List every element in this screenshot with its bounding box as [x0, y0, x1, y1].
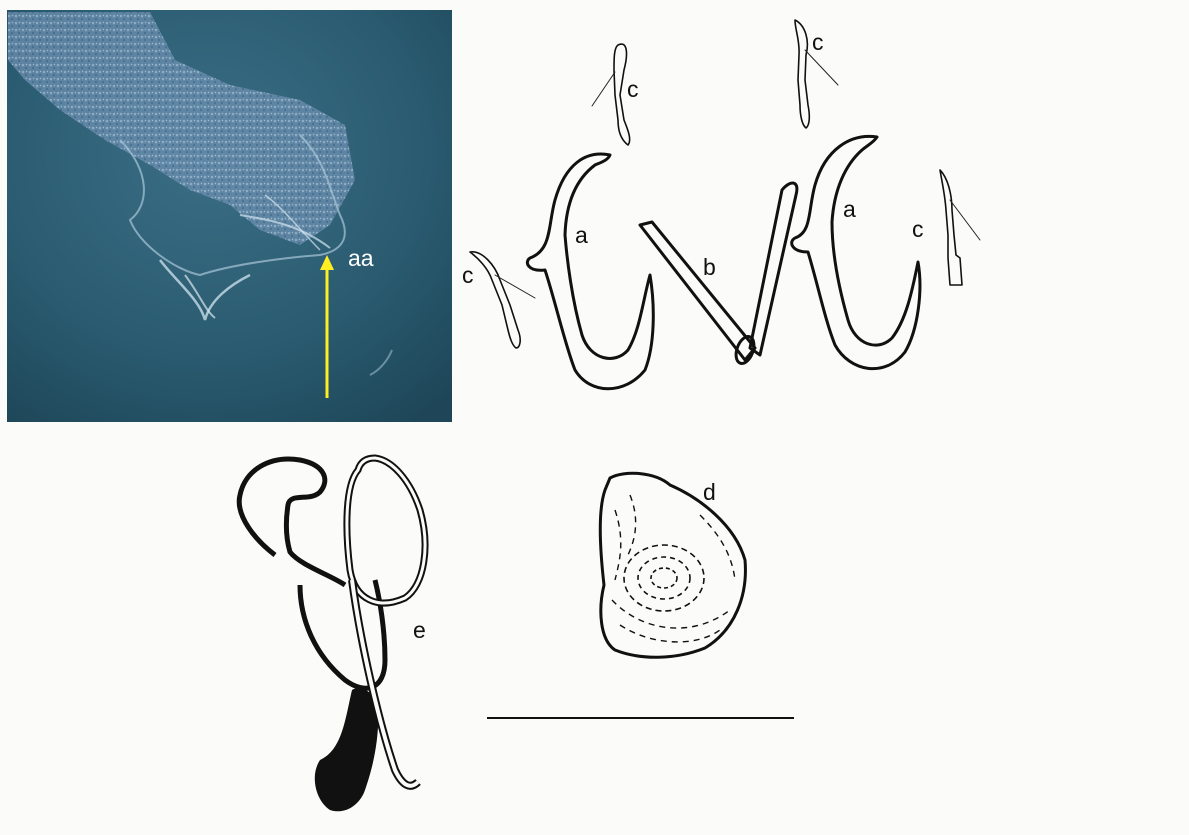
hook-right: c: [912, 170, 980, 285]
label-organ-e: e: [413, 617, 426, 643]
micrograph-panel: aa: [7, 10, 452, 422]
label-anchor-left: a: [575, 222, 588, 248]
squamodisc-ring-3: [651, 568, 677, 588]
label-anchor-right: a: [843, 196, 856, 222]
bar-junction: [733, 334, 758, 366]
organ-open-loop-inner: [347, 458, 425, 603]
organ-base-blob: [315, 688, 379, 811]
label-hook-right: c: [912, 216, 924, 242]
organ-open-loop: [347, 458, 425, 603]
hook-left: c: [462, 252, 535, 348]
organ-black-loop: [239, 459, 345, 585]
hook-top-left: c: [592, 44, 639, 145]
squamodisc-outline: [600, 473, 745, 657]
hook-top-right: c: [795, 20, 838, 128]
label-squamodisc-d: d: [703, 479, 716, 505]
copulatory-organ-drawing: e: [239, 458, 426, 811]
hook-filament: [592, 72, 615, 106]
hook-filament: [805, 50, 838, 85]
squamodisc-ring-1: [624, 545, 704, 611]
anchor-left: [527, 154, 653, 389]
anchor-right: [792, 136, 920, 368]
label-aa: aa: [348, 245, 374, 271]
squamodisc-ring-2: [638, 557, 690, 599]
bar-right-arm: [750, 183, 797, 355]
label-hook-left: c: [462, 262, 474, 288]
hook-filament: [495, 275, 535, 298]
label-hook-top-right: c: [812, 29, 824, 55]
bar-left-arm: [640, 222, 755, 360]
label-hook-top-left: c: [627, 76, 639, 102]
squamodisc-drawing: d: [600, 473, 745, 657]
sclerite-drawing: a a b c c c c: [462, 20, 980, 389]
label-bar-b: b: [703, 254, 716, 280]
